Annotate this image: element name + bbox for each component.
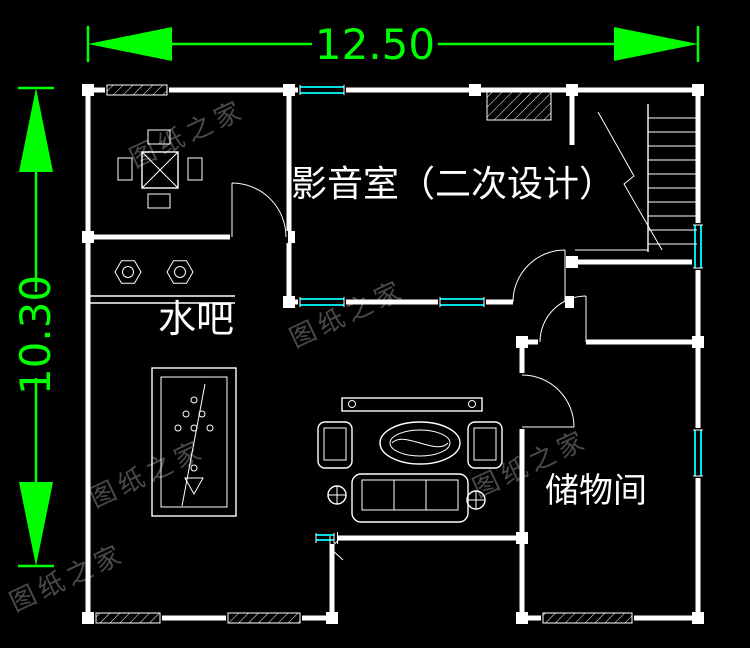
sofa-three-seat — [351, 473, 469, 523]
room-labels: 影音室（二次设计） 水吧 储物间 — [158, 164, 647, 511]
dimension-top: 12.50 — [86, 20, 700, 69]
billiard-table — [151, 367, 237, 517]
armchair-right — [467, 421, 503, 469]
window-hatch-bottom-left-2 — [227, 612, 301, 624]
sofa-set — [317, 397, 503, 561]
doors — [231, 182, 587, 428]
window-right-upper — [694, 225, 702, 268]
bar-counter — [90, 295, 235, 304]
stair-treads — [648, 117, 697, 245]
window-right-lower — [694, 430, 702, 476]
chair — [147, 129, 171, 145]
armchair-left — [317, 421, 353, 469]
hatched-elements — [95, 84, 633, 624]
staircase — [575, 104, 697, 252]
door-hall — [539, 295, 587, 343]
door-dining — [231, 182, 287, 238]
dimension-height-value: 10.30 — [11, 275, 60, 395]
window-media-1 — [300, 298, 344, 306]
windows — [299, 85, 703, 543]
window-hatch-bottom-left-1 — [95, 612, 161, 624]
tv-console — [341, 397, 483, 412]
dimension-width-value: 12.50 — [315, 20, 435, 69]
water-bar-area — [90, 260, 235, 304]
chair — [187, 157, 203, 181]
window-hatch-top-left — [106, 84, 168, 96]
watermark-text: 图纸之家 — [85, 435, 210, 515]
k-mark — [329, 535, 344, 561]
ball-rack — [184, 477, 204, 496]
watermark-text: 图纸之家 — [5, 539, 130, 619]
window-hatch-storage — [542, 612, 633, 624]
window-jambs — [299, 85, 703, 543]
dimension-left: 10.30 — [11, 86, 60, 568]
bar-stool — [114, 260, 142, 284]
water-bar-label: 水吧 — [158, 297, 234, 341]
interior-walls — [88, 90, 698, 538]
dining-table — [141, 151, 179, 189]
dining-set — [117, 129, 203, 209]
coffee-table — [379, 421, 461, 465]
dimension-arrow-up-icon — [19, 88, 53, 172]
door-media — [512, 249, 566, 303]
duct-shaft — [486, 91, 552, 121]
storage-room-label: 储物间 — [545, 471, 647, 511]
door-storage — [521, 374, 575, 428]
chair — [117, 157, 133, 181]
bar-stool — [166, 260, 194, 284]
dimension-arrow-down-icon — [19, 482, 53, 566]
dimension-arrow-right-icon — [614, 27, 698, 61]
watermark-text: 图纸之家 — [285, 275, 410, 355]
dimension-arrow-left-icon — [88, 27, 172, 61]
cue-stick — [181, 383, 206, 507]
window-top — [300, 86, 344, 94]
media-room-label: 影音室（二次设计） — [291, 164, 615, 205]
chair — [147, 193, 171, 209]
window-media-2 — [440, 298, 484, 306]
stair-break-line — [597, 111, 663, 251]
window-notch — [316, 534, 334, 541]
